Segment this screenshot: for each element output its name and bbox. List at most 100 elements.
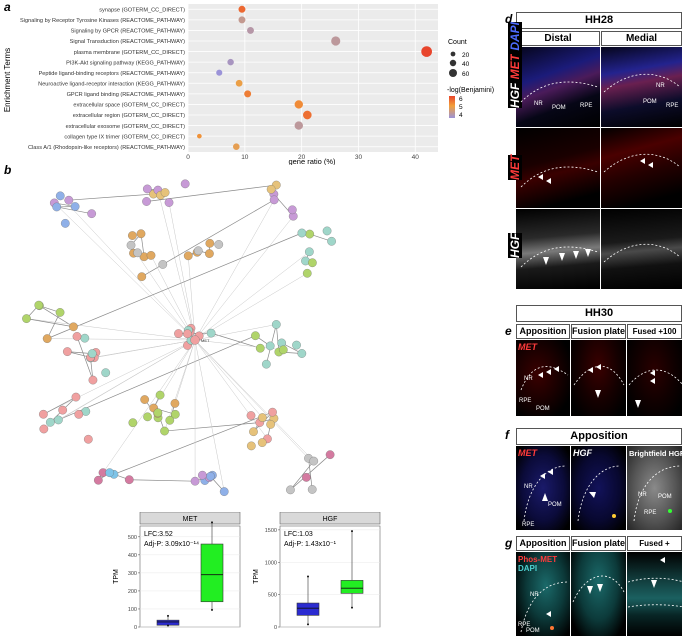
network-node [246, 441, 256, 451]
panel-f-label-hgf: HGF [573, 448, 593, 458]
arrowheads-f [540, 469, 596, 501]
y-tick-label: 100 [128, 607, 137, 613]
protein-interaction-network: MET [22, 179, 336, 496]
y-tick-label: 0 [134, 625, 137, 631]
y-tick-label: 1500 [265, 528, 277, 534]
network-node [183, 251, 193, 261]
network-edge [164, 422, 260, 432]
network-node [133, 248, 142, 258]
panel-g-label-dapi: DAPI [518, 564, 537, 573]
lens-marker-f1 [612, 514, 616, 518]
network-node [80, 333, 90, 343]
y-tick-label: 500 [128, 535, 137, 541]
facet-title: HGF [323, 516, 338, 523]
network-node [325, 450, 335, 460]
network-node [160, 188, 170, 197]
network-node [128, 231, 137, 240]
panel-e-label-met: MET [518, 342, 539, 352]
micrograph-g-apposition [516, 552, 570, 636]
network-node-hub [190, 335, 200, 345]
network-node [22, 314, 31, 323]
term-label: extracellular region (GOTERM_CC_DIRECT) [73, 113, 185, 119]
panel-letter-e: e [505, 324, 512, 338]
network-node [34, 300, 44, 310]
legend-count-dot-20 [450, 51, 456, 57]
network-node [39, 409, 48, 419]
network-node [143, 412, 152, 422]
network-node [74, 410, 84, 419]
panel-f-overlays: MET HGF Brightfield HGF NR RPE POM NR PO… [518, 448, 685, 528]
network-node [140, 395, 150, 404]
term-label: Signal Transduction (REACTOME_PATHWAY) [70, 39, 185, 45]
plot-frame [139, 525, 241, 628]
legend-count-40: 40 [462, 61, 470, 68]
label-nr-f: NR [524, 484, 533, 490]
network-node [302, 268, 312, 278]
label-nr-f3: NR [638, 492, 647, 498]
enrichment-point [227, 58, 234, 66]
network-node [39, 424, 49, 434]
stats-annotation: Adj-P: 3.09x10⁻¹⁴ [144, 541, 199, 548]
label-rpe-e: RPE [519, 398, 531, 404]
network-edge [113, 411, 273, 475]
network-node [297, 349, 307, 358]
legend-color-5: 5 [459, 104, 463, 111]
network-node [266, 420, 275, 429]
micrograph-d-hgf-medial [601, 209, 682, 289]
panel-e-col-fused: Fused +100 μm [627, 324, 682, 349]
network-node [87, 349, 97, 358]
enrichment-point [197, 133, 202, 139]
network-node [190, 476, 200, 486]
network-node [309, 456, 319, 466]
network-edge [157, 190, 196, 341]
network-node [55, 191, 65, 201]
network-node [158, 260, 168, 269]
panel-f-title: Apposition [516, 428, 682, 445]
network-node [246, 411, 256, 420]
panel-g-col-apposition: Apposition [516, 536, 570, 551]
enrichment-point [238, 5, 246, 13]
network-edge [290, 460, 315, 491]
network-node [170, 399, 180, 408]
outlier-point [167, 614, 169, 617]
network-node [251, 331, 260, 341]
network-node [327, 236, 336, 246]
network-edge [46, 312, 61, 339]
enrichment-dot-plot: synapse (GOTERM_CC_DIRECT)Signaling by R… [3, 4, 494, 165]
network-edge [211, 332, 261, 349]
label-rpe-d1: RPE [580, 103, 592, 109]
network-node [42, 334, 52, 343]
network-node [142, 197, 151, 206]
network-edge [194, 339, 309, 459]
panel-f-label-brightfield: Brightfield HGF [629, 449, 685, 458]
label-nr-d1: NR [534, 101, 543, 107]
network-node [58, 405, 68, 415]
network-edge [194, 339, 263, 418]
facet-strip [279, 512, 381, 525]
micrograph-f-brightfield [627, 446, 682, 530]
network-node [88, 375, 98, 385]
network-node [269, 195, 279, 205]
box [340, 580, 364, 594]
label-nr-g: NR [530, 592, 539, 598]
network-edge [58, 335, 256, 421]
micrograph-e-fusion-plate [571, 340, 626, 416]
network-edge [275, 324, 280, 353]
network-node [136, 229, 146, 239]
network-edge [76, 336, 94, 381]
network-node [64, 195, 74, 205]
network-edge [43, 396, 77, 415]
network-edge [194, 324, 277, 341]
x-tick-label: 30 [355, 154, 363, 161]
x-tick-label: 20 [298, 154, 306, 161]
network-node [87, 209, 97, 219]
network-edge [168, 202, 196, 341]
network-node [205, 249, 214, 258]
enrichment-point [216, 69, 223, 76]
legend-count-title: Count [448, 39, 467, 46]
y-axis-title-a: Enrichment Terms [3, 48, 12, 112]
network-edge [90, 339, 196, 359]
term-label: synapse (GOTERM_CC_DIRECT) [99, 7, 185, 13]
